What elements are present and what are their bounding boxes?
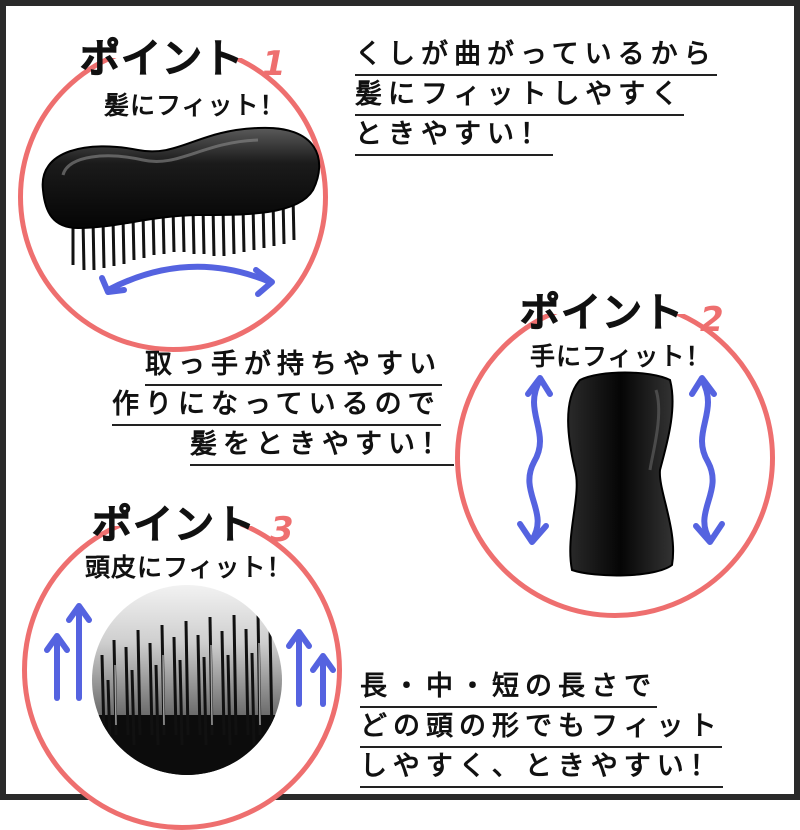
point2-number: 2 <box>700 300 724 340</box>
point1-note-line-2: 髪にフィットしやすく <box>355 80 685 116</box>
point2-note-line-3: 髪をときやすい！ <box>190 430 454 466</box>
up-arrow-icon <box>44 633 70 701</box>
point3-brush-photo <box>92 585 282 775</box>
curved-double-arrow-icon <box>99 263 275 297</box>
point3-subtitle: 頭皮にフィット！ <box>85 553 293 582</box>
up-arrow-icon <box>310 653 336 707</box>
up-arrow-icon <box>66 603 92 701</box>
point3-note-line-3: しやすく、ときやすい！ <box>360 752 723 788</box>
point3-note-line-2: どの頭の形でもフィット <box>360 712 723 748</box>
point3-circle-gap <box>80 498 290 526</box>
point2-note-line-1: 取っ手が持ちやすい <box>145 350 442 386</box>
point1-note-line-3: ときやすい！ <box>355 120 553 156</box>
point3-number: 3 <box>270 510 294 550</box>
point1-title: ポイント <box>80 36 244 83</box>
up-arrow-icon <box>286 629 312 707</box>
point2-subtitle: 手にフィット！ <box>530 342 712 371</box>
outer-frame <box>0 0 800 800</box>
point2-title: ポイント <box>520 290 684 337</box>
point3-note-line-1: 長・中・短の長さで <box>360 672 657 708</box>
point2-note-line-2: 作りになっているので <box>112 390 441 426</box>
point1-subtitle: 髪にフィット！ <box>104 91 286 120</box>
point1-circle-gap <box>70 30 270 58</box>
point2-circle-gap <box>510 286 720 314</box>
point2-brush-photo <box>567 371 675 577</box>
vertical-wavy-double-arrow-icon <box>517 375 553 545</box>
point3-title: ポイント <box>92 502 256 549</box>
point1-brush-photo <box>41 126 321 271</box>
point1-note-line-1: くしが曲がっているから <box>355 40 717 76</box>
point1-number: 1 <box>262 44 286 84</box>
vertical-wavy-double-arrow-icon <box>689 375 725 545</box>
point3-circle <box>22 510 342 830</box>
